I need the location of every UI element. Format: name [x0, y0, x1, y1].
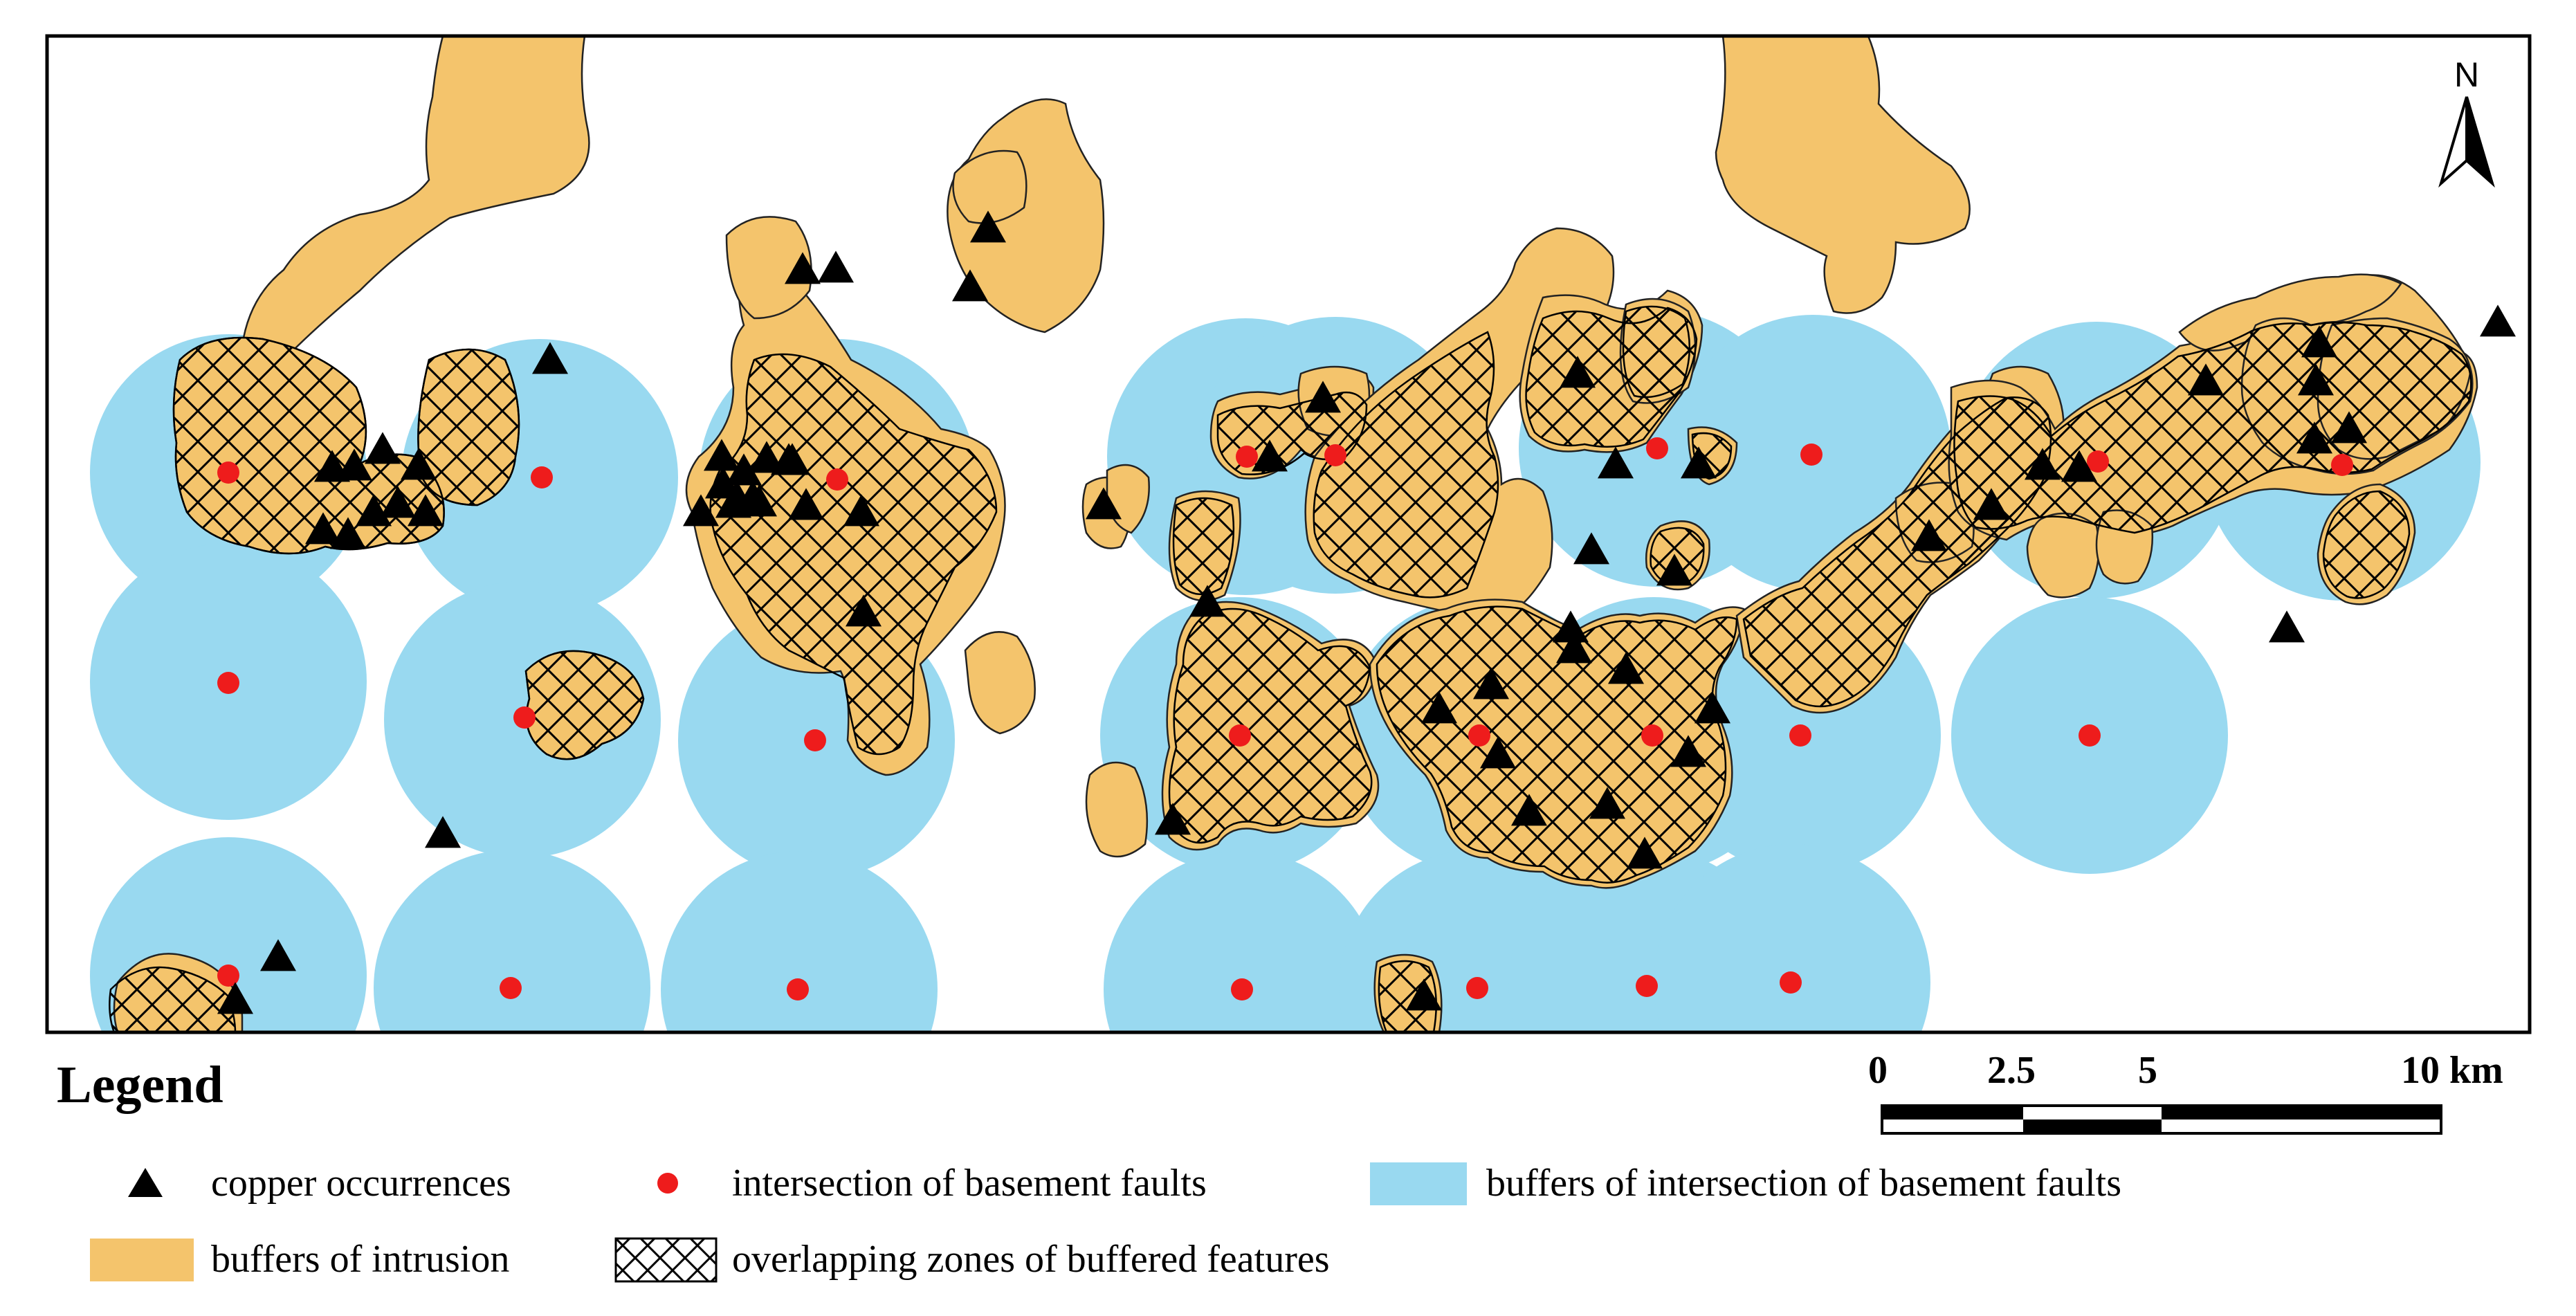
copper-occurrence-marker	[2269, 610, 2305, 643]
fault-intersections	[217, 437, 2353, 1000]
legend-orange-swatch	[90, 1239, 194, 1281]
legend-symbols	[90, 1162, 1467, 1283]
copper-occurrence-marker	[1189, 585, 1225, 617]
copper-occurrence-marker	[260, 939, 296, 971]
copper-occurrence-marker	[356, 494, 392, 527]
copper-occurrence-marker	[1252, 439, 1288, 472]
copper-occurrence-marker	[1155, 803, 1191, 835]
copper-occurrence-marker	[1589, 787, 1625, 819]
copper-occurrence-marker	[1681, 446, 1717, 479]
scale-label-0: 0	[1868, 1049, 1888, 1092]
copper-occurrence-marker	[749, 441, 785, 473]
copper-occurrences	[217, 210, 2516, 1014]
copper-occurrence-marker	[1973, 488, 2009, 520]
copper-occurrence-marker	[1656, 554, 1692, 586]
copper-occurrence-marker	[1573, 532, 1609, 565]
scale-bar	[1881, 1104, 2442, 1135]
legend-label-fault-intersection: intersection of basement faults	[732, 1162, 1207, 1205]
copper-occurrence-marker	[1086, 487, 1122, 520]
copper-occurrence-marker	[726, 453, 762, 486]
copper-occurrence-marker	[1480, 736, 1516, 769]
legend-label-fault-buffer: buffers of intersection of basement faul…	[1486, 1162, 2122, 1205]
copper-occurrence-marker	[532, 342, 568, 374]
copper-occurrence-marker	[217, 982, 253, 1014]
copper-occurrence-marker	[2298, 363, 2334, 396]
copper-occurrence-marker	[1598, 446, 1634, 479]
copper-occurrence-marker	[735, 480, 771, 513]
north-arrow: N	[2438, 55, 2495, 188]
copper-occurrence-marker	[1305, 381, 1341, 413]
copper-occurrence-marker	[2480, 304, 2516, 337]
copper-occurrence-marker	[408, 494, 444, 527]
copper-occurrence-marker	[2301, 325, 2337, 358]
copper-occurrence-marker	[771, 443, 807, 475]
copper-occurrence-marker	[843, 494, 879, 527]
copper-occurrence-marker	[1553, 610, 1589, 643]
copper-occurrence-marker	[818, 250, 854, 283]
copper-occurrence-marker	[683, 494, 719, 527]
copper-occurrence-marker	[1421, 691, 1457, 724]
copper-occurrence-marker	[788, 488, 824, 520]
scale-label-2-5: 2.5	[1987, 1049, 2036, 1092]
copper-occurrence-marker	[305, 512, 341, 545]
north-label: N	[2454, 55, 2479, 94]
copper-occurrence-marker	[1695, 691, 1730, 724]
legend-title: Legend	[57, 1056, 223, 1114]
copper-occurrence-marker	[704, 439, 740, 471]
copper-occurrence-marker	[2331, 411, 2367, 444]
copper-occurrence-marker	[846, 594, 881, 627]
copper-occurrence-marker	[1556, 631, 1592, 664]
copper-occurrence-marker	[952, 269, 988, 302]
copper-occurrence-marker	[785, 252, 821, 284]
legend-label-copper: copper occurrences	[211, 1162, 511, 1205]
map-frame	[45, 34, 2532, 1034]
legend-label-overlap: overlapping zones of buffered features	[732, 1238, 1330, 1281]
legend-triangle-icon	[128, 1168, 163, 1197]
legend-crosshatch-swatch	[614, 1237, 718, 1283]
copper-occurrence-marker	[1911, 519, 1947, 551]
scale-label-10km: 10 km	[2401, 1049, 2503, 1092]
legend-blue-swatch	[1370, 1162, 1467, 1205]
copper-occurrence-marker	[336, 448, 372, 481]
copper-occurrence-marker	[1608, 652, 1644, 684]
copper-occurrence-marker	[330, 517, 366, 549]
scale-label-5: 5	[2138, 1049, 2157, 1092]
legend-dot-icon	[657, 1173, 678, 1194]
copper-occurrence-marker	[2296, 421, 2332, 454]
copper-occurrence-marker	[2061, 450, 2097, 482]
copper-occurrence-marker	[1560, 356, 1596, 388]
copper-occurrence-marker	[1670, 735, 1706, 767]
copper-occurrence-marker	[2188, 363, 2224, 396]
copper-occurrence-marker	[425, 816, 461, 848]
copper-occurrence-marker	[1473, 667, 1509, 700]
legend-label-intrusion-buffer: buffers of intrusion	[211, 1238, 510, 1281]
copper-occurrence-marker	[1627, 837, 1663, 869]
copper-occurrence-marker	[1511, 794, 1547, 826]
copper-occurrence-marker	[401, 448, 437, 480]
copper-occurrence-marker	[2025, 448, 2061, 480]
copper-occurrence-marker	[380, 486, 416, 518]
copper-occurrence-marker	[970, 210, 1006, 243]
copper-occurrence-marker	[365, 432, 401, 464]
copper-occurrence-marker	[1406, 978, 1442, 1011]
